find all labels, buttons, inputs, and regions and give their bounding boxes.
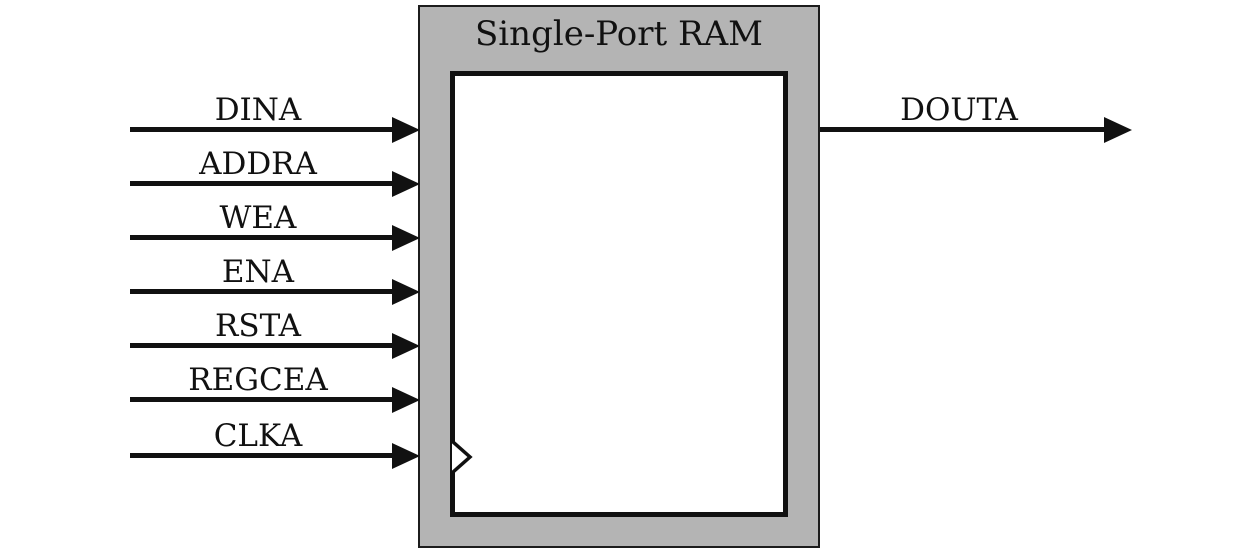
arrow-right-icon bbox=[392, 332, 420, 359]
signal-wire bbox=[130, 235, 394, 240]
input-port-clka: CLKA bbox=[130, 418, 420, 469]
arrow-right-icon bbox=[392, 170, 420, 197]
input-port-label: ENA bbox=[221, 254, 295, 290]
input-port-label: REGCEA bbox=[188, 362, 328, 398]
input-port-ena: ENA bbox=[130, 254, 420, 305]
input-port-label: DINA bbox=[214, 92, 302, 128]
clock-edge-icon bbox=[452, 439, 473, 475]
arrow-right-icon bbox=[392, 116, 420, 143]
signal-wire bbox=[130, 289, 394, 294]
input-port-label: WEA bbox=[219, 200, 297, 236]
arrow-right-icon bbox=[392, 386, 420, 413]
signal-wire bbox=[820, 127, 1106, 132]
ram-inner-box bbox=[450, 71, 788, 517]
input-port-label: ADDRA bbox=[199, 146, 317, 182]
signal-wire bbox=[130, 453, 394, 458]
arrow-right-icon bbox=[392, 278, 420, 305]
signal-wire bbox=[130, 181, 394, 186]
output-port-douta: DOUTA bbox=[820, 92, 1132, 143]
ram-block-title: Single-Port RAM bbox=[475, 14, 763, 54]
input-port-addra: ADDRA bbox=[130, 146, 420, 197]
input-port-regcea: REGCEA bbox=[130, 362, 420, 413]
output-port-label: DOUTA bbox=[900, 92, 1018, 128]
signal-wire bbox=[130, 397, 394, 402]
signal-wire bbox=[130, 127, 394, 132]
input-port-label: CLKA bbox=[213, 418, 303, 454]
input-port-rsta: RSTA bbox=[130, 308, 420, 359]
input-port-wea: WEA bbox=[130, 200, 420, 251]
input-port-label: RSTA bbox=[215, 308, 301, 344]
input-port-dina: DINA bbox=[130, 92, 420, 143]
arrow-right-icon bbox=[392, 224, 420, 251]
arrow-right-icon bbox=[1104, 116, 1132, 143]
signal-wire bbox=[130, 343, 394, 348]
arrow-right-icon bbox=[392, 442, 420, 469]
